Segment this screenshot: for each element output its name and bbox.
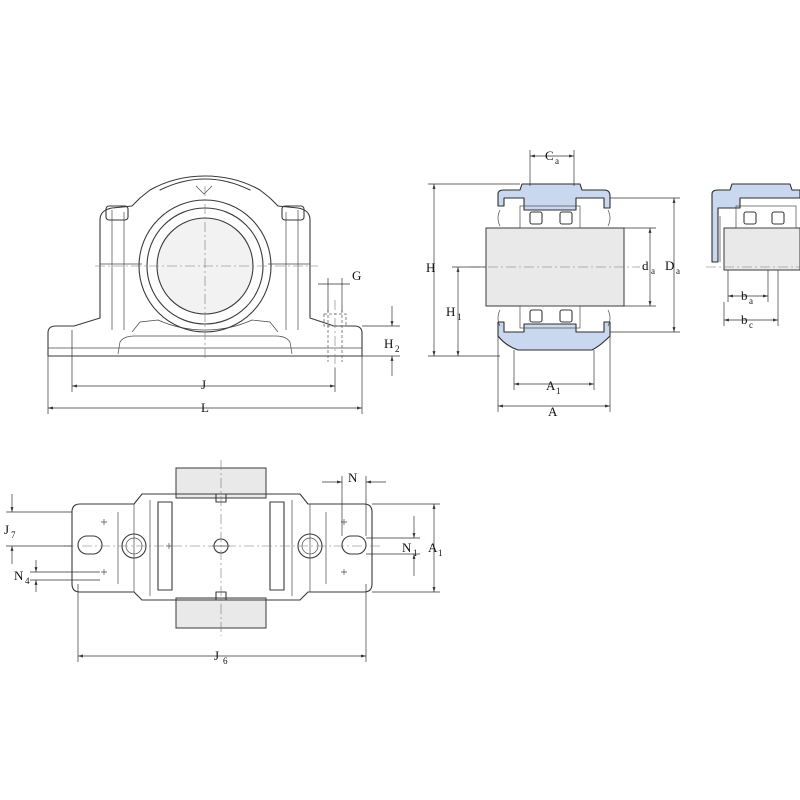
dim-label-H2: H bbox=[384, 336, 393, 351]
dim-label-N4: N bbox=[14, 568, 24, 583]
dim-label-J6-sub: 6 bbox=[223, 656, 228, 666]
dim-label-ba-sub: a bbox=[749, 296, 753, 306]
dim-label-da-sub: a bbox=[651, 266, 655, 276]
dim-label-J6: J bbox=[214, 648, 219, 663]
front-view: G H 2 J L bbox=[47, 175, 400, 415]
dim-label-Ca-sub: a bbox=[555, 156, 559, 166]
dim-label-ba: b bbox=[741, 288, 748, 303]
dim-label-Da: D bbox=[665, 258, 674, 273]
partial-detail-view: b a b c bbox=[706, 183, 800, 330]
dim-label-A-side: A bbox=[548, 404, 558, 419]
dim-label-J7-sub: 7 bbox=[11, 530, 16, 540]
dim-label-N: N bbox=[348, 470, 358, 485]
dim-label-A1-side-sub: 1 bbox=[556, 386, 561, 396]
dim-label-J: J bbox=[201, 377, 206, 392]
dim-label-A1-top: A bbox=[428, 540, 438, 555]
dim-label-N4-sub: 4 bbox=[25, 576, 30, 586]
dim-label-N1-sub: 1 bbox=[413, 548, 418, 558]
dim-label-L: L bbox=[201, 400, 209, 415]
section-view: C a H H 1 d a D a A 1 A bbox=[426, 148, 680, 419]
dim-label-da: d bbox=[642, 258, 649, 273]
top-view: N J 7 N 4 N 1 A 1 J 6 bbox=[4, 460, 443, 666]
dim-label-Da-sub: a bbox=[676, 266, 680, 276]
dim-label-H2-sub: 2 bbox=[395, 344, 400, 354]
dim-label-Ca: C bbox=[545, 148, 554, 163]
dim-label-H: H bbox=[426, 260, 435, 275]
dim-label-bc: b bbox=[741, 312, 748, 327]
dim-label-H1: H bbox=[446, 304, 455, 319]
dim-label-bc-sub: c bbox=[749, 320, 753, 330]
dim-label-H1-sub: 1 bbox=[457, 312, 462, 322]
dim-label-A1-top-sub: 1 bbox=[438, 548, 443, 558]
dim-label-J7: J bbox=[4, 522, 9, 537]
dim-label-N1: N bbox=[402, 540, 412, 555]
dim-label-A1-side: A bbox=[546, 378, 556, 393]
dim-label-G: G bbox=[352, 268, 361, 283]
